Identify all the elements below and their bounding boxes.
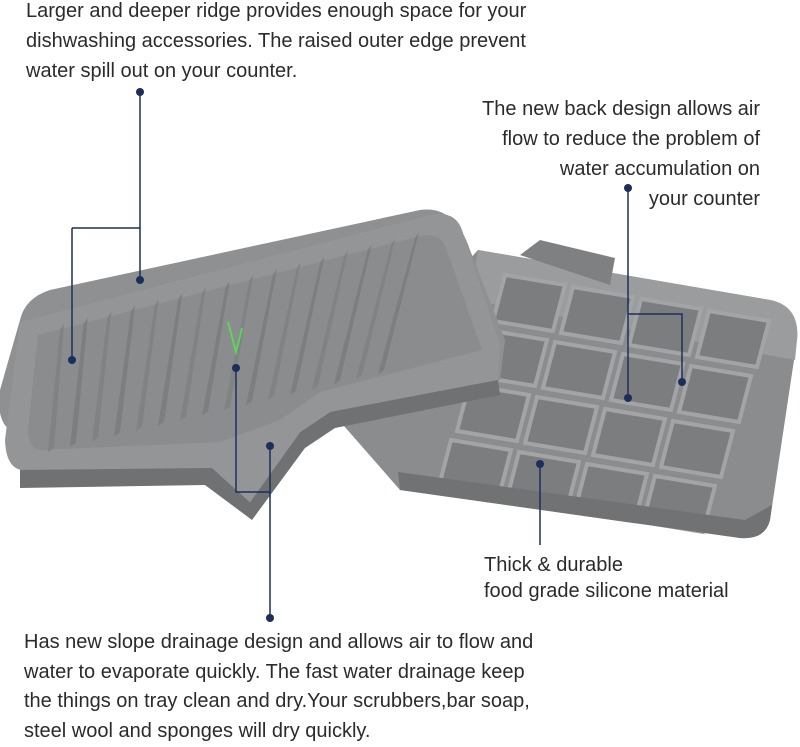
caption-line: Larger and deeper ridge provides enough … <box>26 0 527 22</box>
ridge <box>136 299 159 432</box>
callout-dots <box>68 88 686 622</box>
ridge <box>202 281 230 416</box>
callout-lines <box>71 92 683 618</box>
drainage-caption: Has new slope drainage design and allows… <box>24 628 533 746</box>
grid-cell <box>676 363 754 425</box>
callout-dot <box>68 356 76 364</box>
material-caption: Thick & durable food grade silicone mate… <box>484 552 729 604</box>
caption-line: your counter <box>648 188 760 210</box>
callout-dot <box>536 460 544 468</box>
caption-line: Thick & durable <box>484 554 623 576</box>
callout-line-drain-1 <box>235 368 270 493</box>
grid-cell <box>490 272 568 334</box>
grid-cell <box>658 418 736 480</box>
caption-line: dishwashing accessories. The raised oute… <box>26 30 526 52</box>
ridge <box>158 293 183 426</box>
caption-line: The new back design allows air <box>482 98 760 120</box>
ridge <box>356 238 396 380</box>
ridges <box>48 232 419 452</box>
back-design-caption: The new back design allows air flow to r… <box>482 94 760 214</box>
ridge <box>290 256 325 395</box>
ridge <box>334 244 372 385</box>
callout-line-back-2 <box>628 313 683 382</box>
back-tray-hanger-tab <box>520 240 615 285</box>
grid-cell <box>694 308 772 370</box>
caption-line: water accumulation on <box>559 158 760 180</box>
grid-cell <box>540 339 618 401</box>
caption-line: water to evaporate quickly. The fast wat… <box>24 660 525 683</box>
ridge <box>180 287 206 421</box>
callout-dot <box>136 276 144 284</box>
grid-cell <box>608 351 686 413</box>
grid-cell <box>522 394 600 456</box>
ridge <box>312 250 348 390</box>
caption-line: the things on tray clean and dry.Your sc… <box>24 690 530 712</box>
ridge-caption: Larger and deeper ridge provides enough … <box>26 0 526 86</box>
caption-line: steel wool and sponges will dry quickly. <box>24 719 371 742</box>
grid-cell <box>590 406 668 468</box>
callout-dot <box>624 184 632 192</box>
callout-dot <box>136 88 144 96</box>
ridge <box>70 317 88 447</box>
caption-line: food grade silicone material <box>484 580 729 602</box>
front-tray <box>0 209 505 520</box>
callout-dot <box>624 394 632 402</box>
callout-dot <box>232 364 240 372</box>
callout-dot <box>266 614 274 622</box>
ridge <box>114 305 135 437</box>
caption-line: flow to reduce the problem of <box>502 128 760 150</box>
caption-line: Has new slope drainage design and allows… <box>24 631 534 653</box>
ridge <box>246 268 277 406</box>
grid-cell <box>626 296 704 358</box>
caption-line: water spill out on your counter. <box>26 60 298 82</box>
ridge <box>92 311 112 442</box>
callout-dot <box>678 378 686 386</box>
callout-dot <box>266 442 274 450</box>
grid-cell <box>558 284 636 346</box>
ridge <box>48 324 64 452</box>
ridge <box>378 232 419 374</box>
ridge <box>268 262 301 400</box>
sparkle-mark <box>227 321 243 356</box>
